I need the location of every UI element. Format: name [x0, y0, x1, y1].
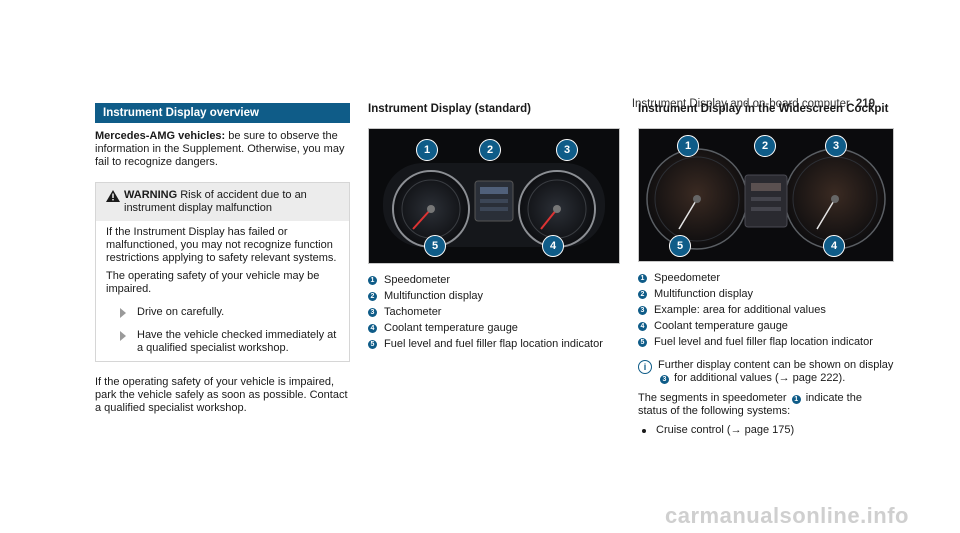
legend-text: Speedometer: [654, 272, 721, 284]
step-arrow-icon: [120, 308, 126, 318]
info-note: i Further display content can be shown o…: [638, 359, 894, 385]
legend-text: Example: area for additional values: [654, 304, 826, 316]
page-number: 219: [855, 98, 875, 110]
legend-number: 5: [368, 340, 377, 349]
warning-header: WARNING Risk of accident due to an instr…: [96, 183, 349, 221]
step-text: Have the vehicle checked immediately at …: [137, 329, 337, 354]
callout-badge: 5: [424, 235, 446, 257]
callout-4: 4: [542, 235, 564, 257]
callout-2: 2: [754, 135, 776, 157]
legend-text: Coolant temperature gauge: [654, 320, 788, 332]
legend-item: 5 Fuel level and fuel filler flap locatio…: [368, 338, 620, 351]
legend-number: 3: [368, 308, 377, 317]
intro-text: be sure to observe the information in th…: [95, 130, 345, 168]
legend-text: Coolant temperature gauge: [384, 322, 518, 334]
standard-cluster-figure: 1 2 3 4 5: [368, 128, 620, 264]
segments-text-pre: The segments in speedometer: [638, 392, 790, 404]
note-ref-number: 3: [660, 375, 669, 384]
bullet-item: Cruise control (→ page 175): [638, 424, 894, 437]
legend-item: 4 Coolant temperature gauge: [638, 320, 894, 333]
watermark: carmanualsonline.info: [665, 503, 909, 528]
callout-badge: 2: [479, 139, 501, 161]
warning-box: WARNING Risk of accident due to an instr…: [95, 182, 350, 362]
callout-5: 5: [424, 235, 446, 257]
legend-item: 3 Example: area for additional values: [638, 304, 894, 317]
legend-text: Tachometer: [384, 306, 442, 318]
legend-item: 5 Fuel level and fuel filler flap locatio…: [638, 336, 894, 349]
legend-text: Multifunction display: [654, 288, 754, 300]
warning-body: If the Instrument Display has failed or …: [96, 221, 349, 361]
page-header: Instrument Display and on-board computer…: [632, 98, 875, 111]
warning-step-1: Drive on carefully.: [106, 306, 341, 319]
step-arrow-icon: [120, 331, 126, 341]
callout-5: 5: [669, 235, 691, 257]
callout-badge: 1: [677, 135, 699, 157]
section-title: Instrument Display overview: [95, 103, 350, 123]
left-column: Instrument Display overview Mercedes-AMG…: [95, 103, 350, 415]
warning-headline-text: Risk of accident due to an instrument di…: [124, 189, 307, 214]
segments-ref-number: 1: [791, 395, 801, 404]
intro-bold: Mercedes-AMG vehicles:: [95, 130, 226, 142]
callout-4: 4: [823, 235, 845, 257]
note-text-pre: Further display content can be shown on …: [658, 359, 894, 371]
segments-paragraph: The segments in speedometer 1 indicate t…: [638, 392, 894, 418]
legend-text: Fuel level and fuel filler flap location…: [384, 338, 603, 350]
note-text-post: for additional values (→ page 222).: [671, 372, 846, 384]
legend-item: 2 Multifunction display: [638, 288, 894, 301]
warning-label: WARNING: [124, 189, 178, 201]
step-text: Drive on carefully.: [137, 306, 225, 318]
legend-item: 3 Tachometer: [368, 306, 620, 319]
legend-item: 1 Speedometer: [638, 272, 894, 285]
legend-item: 2 Multifunction display: [368, 290, 620, 303]
callout-badge: 2: [754, 135, 776, 157]
segments-text-post: indicate the status of the following sys…: [638, 392, 862, 417]
info-icon: i: [638, 360, 652, 374]
callout-badge: 5: [669, 235, 691, 257]
callout-badge: 4: [542, 235, 564, 257]
figure-title-standard: Instrument Display (standard): [368, 103, 531, 115]
warning-triangle-icon: [106, 190, 124, 215]
header-title: Instrument Display and on-board computer: [631, 98, 850, 110]
closing-paragraph: If the operating safety of your vehicle …: [95, 376, 348, 414]
warning-step-2: Have the vehicle checked immediately at …: [106, 329, 341, 355]
callout-badge: 3: [556, 139, 578, 161]
legend-number: 2: [638, 290, 647, 299]
legend-item: 1 Speedometer: [368, 274, 620, 287]
widescreen-legend: 1 Speedometer 2 Multifunction display 3 Exa…: [638, 272, 894, 349]
standard-legend: 1 Speedometer 2 Multifunction display 3 Tac…: [368, 274, 620, 351]
callout-badge: 4: [823, 235, 845, 257]
legend-number: 5: [638, 338, 647, 347]
legend-item: 4 Coolant temperature gauge: [368, 322, 620, 335]
callout-3: 3: [825, 135, 847, 157]
legend-text: Fuel level and fuel filler flap location…: [654, 336, 873, 348]
callout-1: 1: [416, 139, 438, 161]
legend-number: 4: [638, 322, 647, 331]
legend-number: 1: [638, 274, 647, 283]
intro-paragraph: Mercedes-AMG vehicles: be sure to observ…: [95, 130, 350, 169]
callout-3: 3: [556, 139, 578, 161]
callout-2: 2: [479, 139, 501, 161]
legend-text: Multifunction display: [384, 290, 484, 302]
legend-number: 2: [368, 292, 377, 301]
bullet-dot: [642, 429, 646, 433]
callout-1: 1: [677, 135, 699, 157]
callout-badge: 3: [825, 135, 847, 157]
legend-number: 3: [638, 306, 647, 315]
bullet-text: Cruise control (→ page 175): [656, 424, 795, 436]
legend-text: Speedometer: [384, 274, 451, 286]
widescreen-cluster-figure: 1 2 3 4 5: [638, 128, 894, 262]
note-text: Further display content can be shown on …: [658, 359, 894, 385]
middle-column: Instrument Display (standard) 1 2: [368, 103, 620, 351]
figure-title-widescreen: Instrument Display in the Widescreen Coc…: [638, 103, 889, 115]
right-column: Instrument Display in the Widescreen Coc…: [638, 103, 894, 437]
legend-number: 4: [368, 324, 377, 333]
callout-badge: 1: [416, 139, 438, 161]
warning-para-2: The operating safety of your vehicle may…: [106, 270, 320, 295]
warning-para-1: If the Instrument Display has failed or …: [106, 226, 337, 264]
legend-number: 1: [368, 276, 377, 285]
warning-headline: WARNING Risk of accident due to an instr…: [124, 189, 341, 215]
